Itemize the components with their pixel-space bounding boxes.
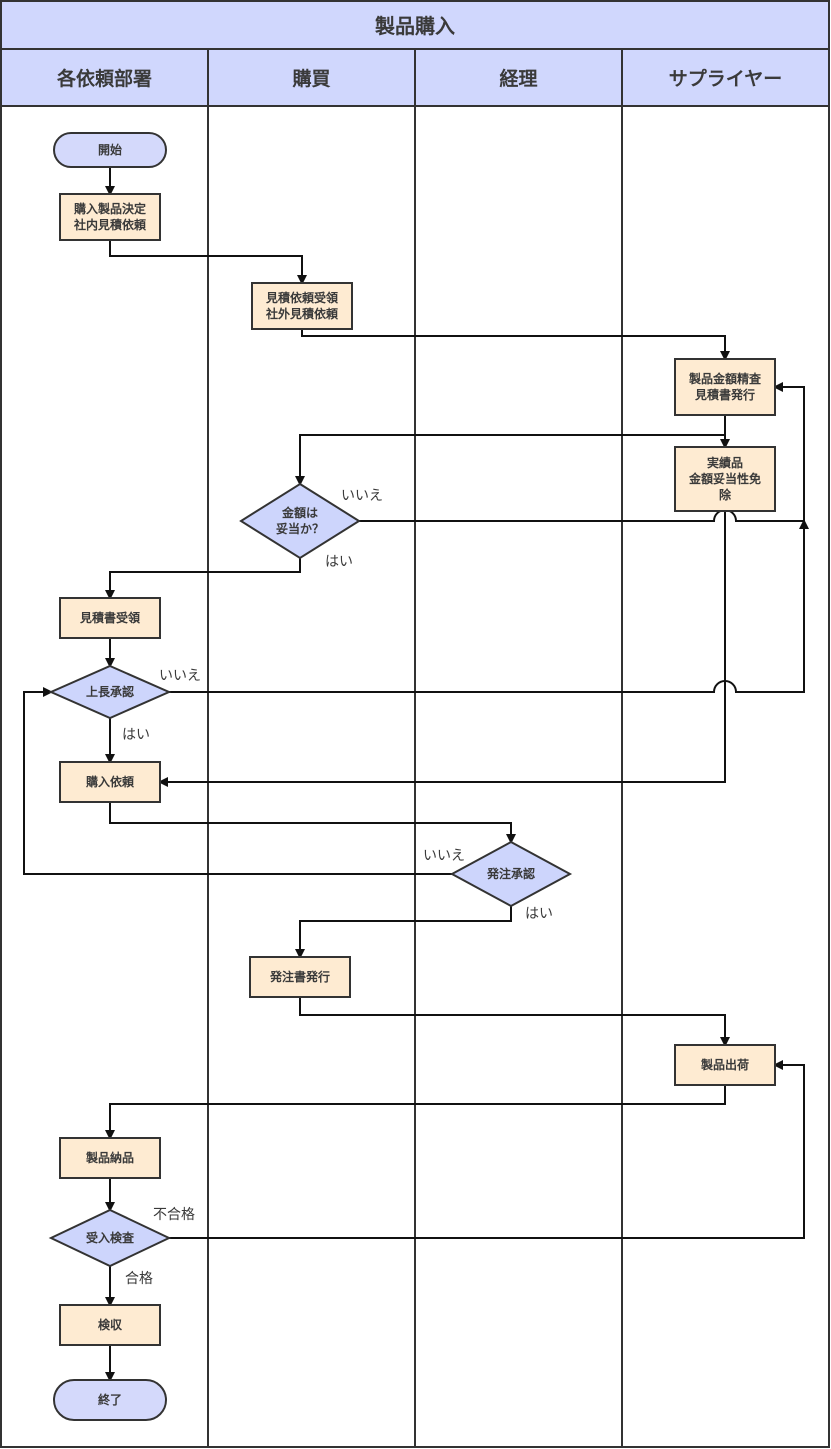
edge-po-to-ship — [299, 997, 730, 1047]
node-label: 社内見積依頼 — [73, 217, 147, 232]
node-po: 発注書発行 — [249, 956, 351, 998]
edge-inspect-to-ship — [169, 1060, 805, 1239]
node-boss: 上長承認 — [48, 664, 172, 720]
lane-title-supplier: サプライヤー — [669, 67, 782, 90]
process-box — [59, 761, 161, 803]
process-box — [674, 446, 776, 512]
edge-price-ok-to-receive-quote — [105, 558, 301, 600]
edge-label: いいえ — [341, 488, 383, 504]
lane-title-dept: 各依頼部署 — [56, 67, 152, 90]
edge-order-ok-to-boss — [23, 687, 452, 875]
node-label: 除 — [719, 487, 732, 502]
edge-purchase-req-to-order-ok — [109, 802, 516, 844]
edge-boss-to-quote — [169, 519, 809, 693]
node-purchase-req: 購入依頼 — [59, 761, 161, 803]
edge-label: いいえ — [423, 848, 465, 864]
node-label: 上長承認 — [86, 684, 134, 699]
edge-label: 不合格 — [153, 1207, 195, 1223]
lane-header-dept — [0, 48, 209, 107]
node-deliver: 製品納品 — [59, 1137, 161, 1179]
edge-receive-req-to-quote — [301, 329, 730, 361]
edge-label: はい — [325, 554, 353, 570]
process-box — [59, 193, 161, 241]
process-box — [59, 597, 161, 639]
edge-label: いいえ — [159, 668, 201, 684]
terminal-shape — [53, 1379, 167, 1421]
edge-label: はい — [525, 906, 553, 922]
lane-body-accounting — [414, 105, 623, 1448]
node-label: 開始 — [98, 142, 122, 157]
node-label: 発注承認 — [486, 866, 535, 881]
node-label: 社外見積依頼 — [265, 306, 339, 321]
node-label: 製品金額精査 — [688, 371, 762, 386]
edge-order-ok-to-po — [295, 906, 512, 959]
node-start: 開始 — [53, 132, 167, 168]
decision-diamond — [239, 482, 361, 560]
node-label: 金額妥当性免 — [688, 471, 761, 486]
edge-decide-to-receive-req — [109, 240, 307, 285]
decision-diamond — [449, 840, 573, 908]
decision-diamond — [48, 1208, 172, 1268]
process-box — [674, 358, 776, 416]
node-label: 実績品 — [707, 455, 743, 470]
node-label: 受入検査 — [86, 1230, 135, 1245]
edge-label: 合格 — [125, 1271, 153, 1287]
node-accept: 検収 — [59, 1304, 161, 1346]
node-label: 金額は — [281, 505, 318, 520]
node-label: 製品納品 — [85, 1150, 134, 1165]
node-label: 購入依頼 — [85, 774, 135, 789]
node-label: 見積書受領 — [79, 610, 141, 625]
process-box — [674, 1044, 776, 1086]
node-label: 見積書発行 — [694, 387, 755, 402]
node-label: 購入製品決定 — [73, 201, 146, 216]
node-order-ok: 発注承認 — [449, 840, 573, 908]
node-inspect: 受入検査 — [48, 1208, 172, 1268]
lane-title-purchase: 購買 — [292, 67, 330, 90]
lane-title-accounting: 経理 — [499, 67, 537, 90]
node-label: 終了 — [98, 1392, 122, 1407]
node-ship: 製品出荷 — [674, 1044, 776, 1086]
edge-quote-to-price-ok — [295, 415, 726, 486]
terminal-shape — [53, 132, 167, 168]
title-bar — [0, 0, 830, 50]
diagram-title: 製品購入 — [375, 14, 455, 38]
edge-exempt-to-purchase-req — [158, 511, 726, 787]
process-box — [59, 1304, 161, 1346]
node-label: 検収 — [98, 1317, 123, 1332]
process-box — [251, 282, 353, 330]
process-box — [249, 956, 351, 998]
node-receive-quote: 見積書受領 — [59, 597, 161, 639]
node-label: 妥当か？ — [276, 521, 324, 536]
edge-ship-to-deliver — [105, 1085, 726, 1140]
node-label: 見積依頼受領 — [265, 290, 339, 305]
node-label: 発注書発行 — [269, 969, 330, 984]
decision-diamond — [48, 664, 172, 720]
node-end: 終了 — [53, 1379, 167, 1421]
edge-label: はい — [122, 727, 150, 743]
node-label: 製品出荷 — [700, 1057, 749, 1072]
process-box — [59, 1137, 161, 1179]
